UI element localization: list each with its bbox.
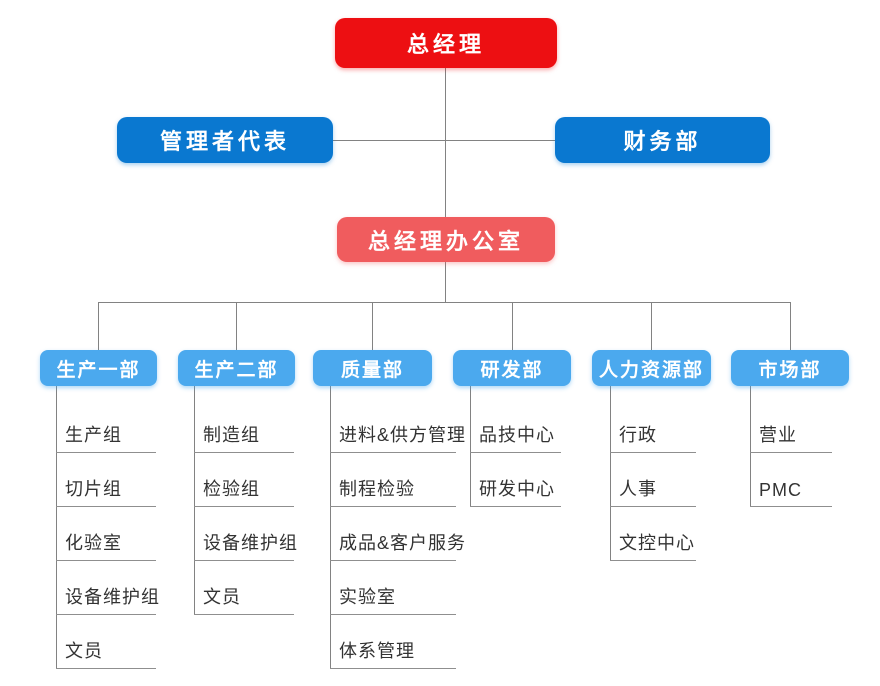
node-general-manager: 总经理 — [335, 18, 557, 68]
org-item: 营业 — [750, 419, 832, 453]
connector-level2-horizontal — [333, 140, 555, 141]
org-item: 设备维护组 — [56, 581, 159, 615]
org-item: 研发中心 — [470, 473, 561, 507]
org-item: 生产组 — [56, 419, 156, 453]
node-dept-rnd: 研发部 — [453, 350, 571, 386]
org-item: 检验组 — [194, 473, 294, 507]
column-stem-rnd — [470, 386, 471, 507]
column-stem-marketing — [750, 386, 751, 507]
column-stem-quality — [330, 386, 331, 669]
org-item: 文员 — [194, 581, 294, 615]
org-item: 人事 — [610, 473, 696, 507]
connector-office-to-bus — [445, 262, 446, 302]
connector-drop-production-2 — [236, 302, 237, 350]
node-finance-dept: 财务部 — [555, 117, 770, 163]
org-item: 切片组 — [56, 473, 156, 507]
org-item: 进料&供方管理 — [330, 419, 465, 453]
connector-drop-quality — [372, 302, 373, 350]
connector-drop-rnd — [512, 302, 513, 350]
connector-root-to-office — [445, 68, 446, 217]
column-stem-production-2 — [194, 386, 195, 615]
node-dept-production-2: 生产二部 — [178, 350, 295, 386]
org-item: 化验室 — [56, 527, 156, 561]
node-dept-marketing: 市场部 — [731, 350, 849, 386]
column-stem-production-1 — [56, 386, 57, 669]
org-item: 成品&客户服务 — [330, 527, 465, 561]
connector-bus-horizontal — [98, 302, 790, 303]
connector-drop-production-1 — [98, 302, 99, 350]
column-stem-hr — [610, 386, 611, 561]
connector-drop-hr — [651, 302, 652, 350]
org-item: 体系管理 — [330, 635, 456, 669]
org-item: 制程检验 — [330, 473, 456, 507]
org-item: PMC — [750, 473, 832, 507]
node-gm-office: 总经理办公室 — [337, 217, 555, 262]
node-management-representative: 管理者代表 — [117, 117, 333, 163]
node-dept-quality: 质量部 — [313, 350, 432, 386]
org-item: 文控中心 — [610, 527, 696, 561]
org-item: 文员 — [56, 635, 156, 669]
connector-drop-marketing — [790, 302, 791, 350]
node-dept-hr: 人力资源部 — [592, 350, 711, 386]
org-item: 制造组 — [194, 419, 294, 453]
org-item: 品技中心 — [470, 419, 561, 453]
org-item: 实验室 — [330, 581, 456, 615]
org-item: 设备维护组 — [194, 527, 297, 561]
org-item: 行政 — [610, 419, 696, 453]
node-dept-production-1: 生产一部 — [40, 350, 157, 386]
